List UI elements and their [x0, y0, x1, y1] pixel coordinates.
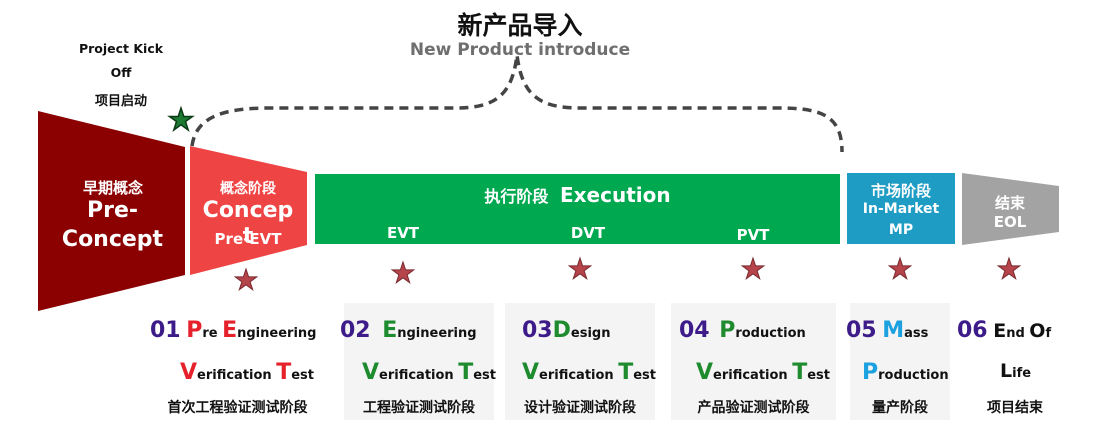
step-02-line1: 02 Engineering [340, 318, 477, 343]
step-03-line2: Verification Test [522, 360, 657, 385]
kickoff-line3: 项目启动 [94, 94, 147, 109]
execution-en: Execution [559, 183, 671, 207]
concept-en-2: t [242, 224, 254, 249]
milestone-star-icon [390, 260, 416, 285]
execution-title: 执行阶段 Execution [315, 183, 840, 207]
eol-en: EOL [993, 213, 1027, 231]
step-number: 03 [522, 318, 553, 343]
step-02-line2: Verification Test [362, 360, 497, 385]
step-01-cn: 首次工程验证测试阶段 [167, 400, 308, 416]
step-01-line1: 01 Pre Engineering [150, 318, 317, 343]
step-03-line1: 03Design [522, 318, 611, 343]
step-06-line1: 06 End Of [957, 318, 1052, 343]
step-05-cn: 量产阶段 [872, 400, 928, 416]
concept-cn: 概念阶段 [220, 181, 276, 197]
concept-shape [190, 146, 307, 275]
pre-concept-cn: 早期概念 [82, 179, 143, 197]
kickoff-line2: Off [110, 65, 132, 80]
step-04-line1: 04 Production [679, 318, 806, 343]
diagram-title: 新产品导入 [457, 11, 583, 40]
step-number: 05 [846, 318, 877, 343]
execution-dvt: DVT [570, 224, 606, 242]
market-cn: 市场阶段 [870, 182, 931, 200]
milestone-star-icon [740, 256, 766, 281]
step-number: 06 [957, 318, 988, 343]
eol-shape [962, 173, 1059, 245]
pre-concept-en-2: Concept [61, 227, 164, 252]
market-sub: MP [888, 222, 914, 238]
step-06-line2: Life [1000, 360, 1032, 382]
card-bg [344, 303, 494, 420]
kickoff-line1: Project Kick [78, 41, 164, 56]
step-04-cn: 产品验证测试阶段 [697, 400, 810, 416]
pre-concept-shape [38, 111, 185, 311]
step-06-cn: 项目结束 [987, 400, 1043, 416]
step-01-line2: Verification Test [180, 360, 315, 385]
market-en: In-Market [862, 201, 940, 217]
market-shape [847, 173, 955, 244]
step-02-cn: 工程验证测试阶段 [363, 400, 475, 416]
kickoff-star-icon [167, 105, 195, 132]
execution-shape [315, 174, 840, 244]
card-bg [671, 303, 836, 420]
concept-en-1: Concep [202, 198, 294, 223]
milestone-star-icon [233, 267, 259, 292]
kickoff-label: Project Kick Off 项目启动 [66, 0, 176, 120]
milestone-star-icon [567, 256, 593, 281]
diagram-subtitle: New Product introduce [409, 40, 631, 60]
brace-connector [190, 54, 844, 153]
eol-cn: 结束 [994, 194, 1025, 212]
execution-evt: EVT [386, 224, 420, 242]
card-bg [850, 303, 950, 420]
pre-concept-en-1: Pre- [86, 198, 139, 223]
milestone-star-icon [887, 256, 913, 281]
execution-pvt: PVT [736, 226, 770, 244]
milestone-star-icon [996, 256, 1022, 281]
step-number: 02 [340, 318, 371, 343]
step-05-line1: 05 Mass [846, 318, 929, 343]
execution-cn: 执行阶段 [484, 187, 549, 206]
step-05-line2: Production [862, 360, 949, 385]
step-04-line2: Verification Test [696, 360, 831, 385]
step-03-cn: 设计验证测试阶段 [524, 400, 636, 416]
concept-sub: Pre-EVT [214, 230, 282, 248]
step-number: 04 [679, 318, 710, 343]
card-bg [505, 303, 655, 420]
step-number: 01 [150, 318, 181, 343]
